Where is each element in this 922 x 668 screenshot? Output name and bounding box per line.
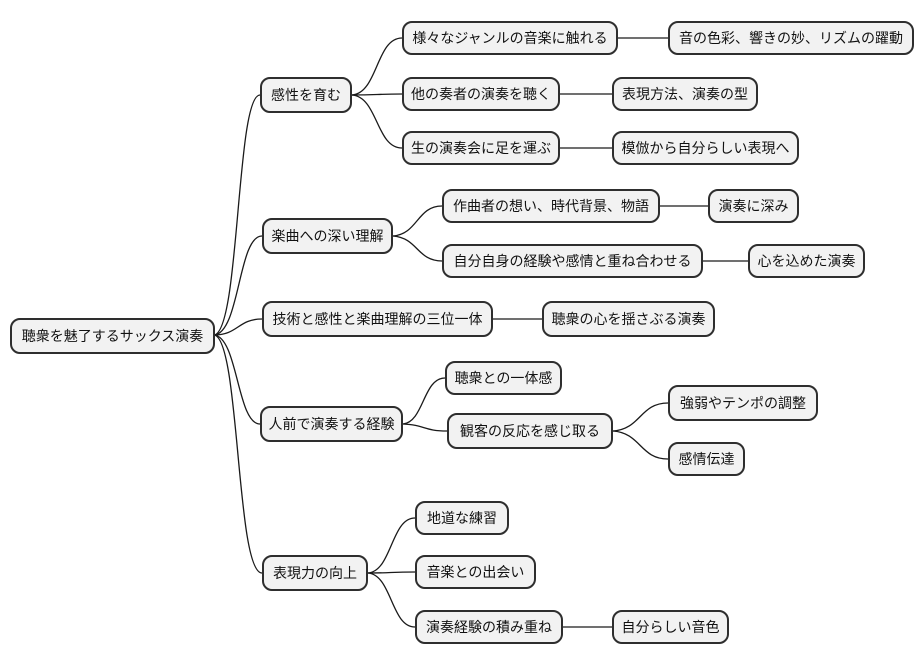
- node-listen-other-players[interactable]: 他の奏者の演奏を聴く: [402, 77, 560, 111]
- node-sense-audience-reaction[interactable]: 観客の反応を感じ取る: [447, 413, 613, 449]
- node-attend-live-concerts[interactable]: 生の演奏会に足を運ぶ: [402, 131, 560, 165]
- node-moving-performance[interactable]: 聴衆の心を揺さぶる演奏: [542, 301, 715, 337]
- node-expression-methods[interactable]: 表現方法、演奏の型: [612, 77, 758, 111]
- edge-public-unity: [402, 377, 446, 425]
- node-imitation-to-own-expression[interactable]: 模倣から自分らしい表現へ: [612, 131, 799, 165]
- node-improve-expressiveness[interactable]: 表現力の向上: [262, 555, 368, 591]
- edge-root-sensibility: [213, 94, 261, 336]
- edge-reaction-emotion: [612, 430, 669, 460]
- edge-root-public-performance: [213, 334, 261, 425]
- node-trinity[interactable]: 技術と感性と楽曲理解の三位一体: [262, 301, 493, 337]
- node-sound-colors[interactable]: 音の色彩、響きの妙、リズムの躍動: [668, 21, 914, 55]
- edge-expressiveness-practice: [367, 517, 416, 574]
- node-root[interactable]: 聴衆を魅了するサックス演奏: [10, 318, 215, 354]
- edge-public-audience-reaction: [402, 423, 448, 432]
- node-depth-in-performance[interactable]: 演奏に深み: [708, 189, 799, 223]
- edge-sensibility-listen-others: [351, 93, 403, 96]
- node-accumulate-experience[interactable]: 演奏経験の積み重ね: [415, 610, 563, 644]
- edge-understanding-composer: [392, 205, 443, 237]
- node-various-genres[interactable]: 様々なジャンルの音楽に触れる: [402, 21, 618, 55]
- edge-sensibility-live-concerts: [351, 94, 403, 149]
- node-own-experience-emotions[interactable]: 自分自身の経験や感情と重ね合わせる: [442, 244, 703, 278]
- node-composer-intent[interactable]: 作曲者の想い、時代背景、物語: [442, 189, 660, 223]
- node-encounter-with-music[interactable]: 音楽との出会い: [415, 555, 536, 589]
- edge-root-understanding: [213, 235, 263, 336]
- node-performing-in-public[interactable]: 人前で演奏する経験: [260, 406, 403, 442]
- node-own-tone[interactable]: 自分らしい音色: [612, 610, 729, 644]
- node-heartfelt-performance[interactable]: 心を込めた演奏: [748, 244, 865, 278]
- edge-understanding-own-experience: [392, 235, 443, 262]
- edge-expressiveness-encounter: [367, 571, 416, 574]
- node-steady-practice[interactable]: 地道な練習: [415, 501, 509, 535]
- node-dynamics-tempo-adjustment[interactable]: 強弱やテンポの調整: [668, 385, 818, 421]
- edge-root-expressiveness: [213, 334, 263, 574]
- edge-root-trinity: [213, 318, 263, 336]
- node-unity-with-audience[interactable]: 聴衆との一体感: [445, 361, 562, 395]
- edge-reaction-dynamics: [612, 402, 669, 432]
- edge-expressiveness-accumulate: [367, 572, 416, 628]
- node-emotion-transmission[interactable]: 感情伝達: [668, 442, 745, 476]
- node-develop-sensibility[interactable]: 感性を育む: [260, 77, 352, 113]
- edge-sensibility-genres: [351, 37, 403, 96]
- node-deep-understanding[interactable]: 楽曲への深い理解: [262, 218, 393, 254]
